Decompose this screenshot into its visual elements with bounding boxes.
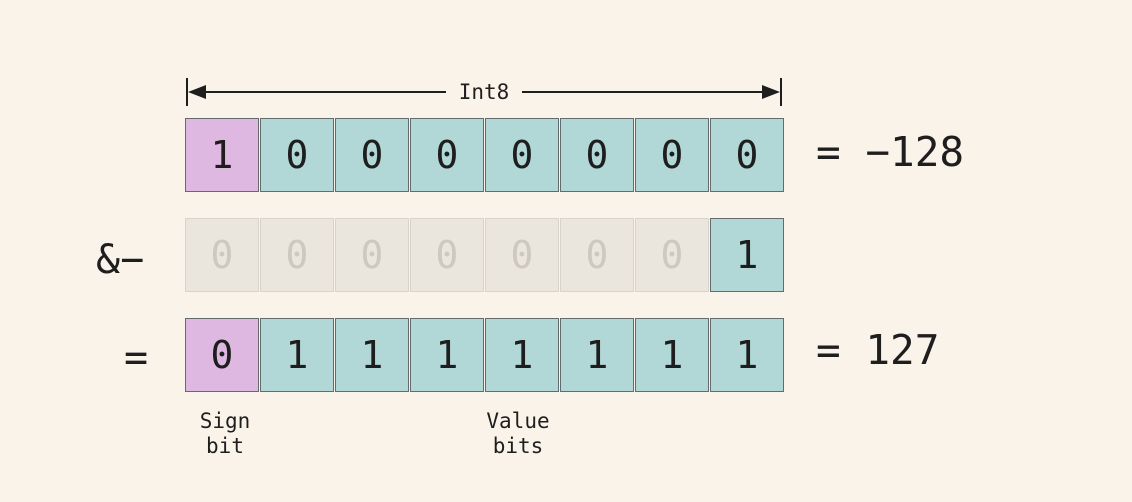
- value-bit-cell: 1: [635, 318, 709, 392]
- faded-bit-cell: 0: [335, 218, 409, 292]
- value-caption-line: bits: [492, 434, 544, 458]
- sign-caption-line: Sign: [199, 409, 251, 433]
- value-bit-cell: 0: [335, 118, 409, 192]
- value-bit-cell: 1: [710, 218, 784, 292]
- sign-bit-cell: 1: [185, 118, 259, 192]
- faded-bit-cell: 0: [635, 218, 709, 292]
- faded-bit-cell: 0: [185, 218, 259, 292]
- sign-caption-line: bit: [206, 434, 244, 458]
- value-bit-cell: 0: [410, 118, 484, 192]
- value-bit-cell: 0: [560, 118, 634, 192]
- value-bit-cell: 1: [710, 318, 784, 392]
- value-bit-cell: 0: [260, 118, 334, 192]
- value-caption-line: Value: [486, 409, 550, 433]
- ruler-left-line: [200, 91, 446, 93]
- value-bit-cell: 1: [410, 318, 484, 392]
- operand-row-one: 0 0 0 0 0 0 0 1: [185, 218, 784, 292]
- faded-bit-cell: 0: [410, 218, 484, 292]
- value-bit-cell: 1: [560, 318, 634, 392]
- value-bits-caption: Value bits: [470, 409, 566, 459]
- result-label-max: = 127: [816, 326, 940, 374]
- result-label-min: = −128: [816, 128, 965, 176]
- ruler-left-arrowhead: [188, 85, 206, 99]
- equals-operator: =: [124, 335, 149, 381]
- value-bit-cell: 1: [260, 318, 334, 392]
- overflow-subtract-operator: &−: [96, 237, 145, 283]
- int8-width-indicator: Int8: [186, 78, 782, 106]
- faded-bit-cell: 0: [485, 218, 559, 292]
- ruler-right-arrowhead: [762, 85, 780, 99]
- ruler-left-tick: [186, 78, 188, 106]
- value-bit-cell: 0: [635, 118, 709, 192]
- value-bit-cell: 0: [710, 118, 784, 192]
- sign-bit-cell: 0: [185, 318, 259, 392]
- faded-bit-cell: 0: [560, 218, 634, 292]
- ruler-right-tick: [780, 78, 782, 106]
- result-row: 0 1 1 1 1 1 1 1: [185, 318, 784, 392]
- operand-row-min: 1 0 0 0 0 0 0 0: [185, 118, 784, 192]
- value-bit-cell: 1: [485, 318, 559, 392]
- ruler-right-line: [522, 91, 768, 93]
- sign-bit-caption: Sign bit: [187, 409, 263, 459]
- int8-label: Int8: [458, 80, 510, 104]
- value-bit-cell: 0: [485, 118, 559, 192]
- value-bit-cell: 1: [335, 318, 409, 392]
- faded-bit-cell: 0: [260, 218, 334, 292]
